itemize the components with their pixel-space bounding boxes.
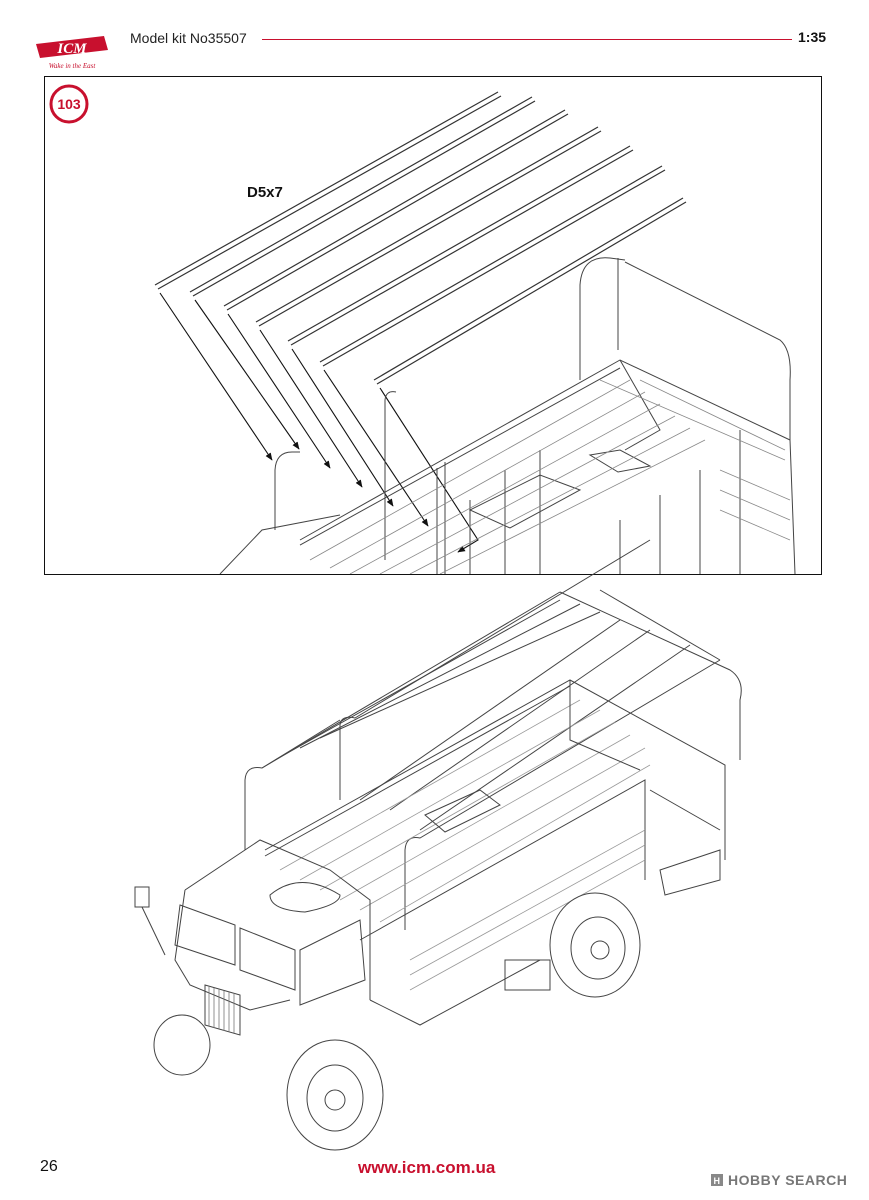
bed-planks (309, 379, 791, 574)
install-arrows (159, 292, 479, 553)
model-kit-title: Model kit No35507 (130, 30, 247, 46)
scale-label: 1:35 (798, 29, 827, 45)
logo-tagline: Wake in the East (49, 62, 97, 70)
logo-brand-text: ICM (56, 41, 87, 57)
step-number: 103 (57, 96, 81, 112)
icm-logo: ICM Wake in the East (36, 36, 108, 70)
watermark-text: HOBBY SEARCH (728, 1172, 848, 1188)
watermark-logo-icon: H (711, 1174, 723, 1186)
truck-overview (134, 539, 742, 1151)
footer-url-link[interactable]: www.icm.com.ua (358, 1158, 496, 1177)
cargo-bed-detail (219, 257, 796, 574)
watermark: H HOBBY SEARCH (710, 1172, 847, 1188)
part-label: D5x7 (247, 184, 283, 201)
bow-parts (154, 91, 687, 385)
step-badge-icon (49, 84, 89, 124)
header-rule (262, 39, 792, 40)
svg-text:H: H (714, 1176, 721, 1186)
page-number: 26 (40, 1158, 58, 1175)
